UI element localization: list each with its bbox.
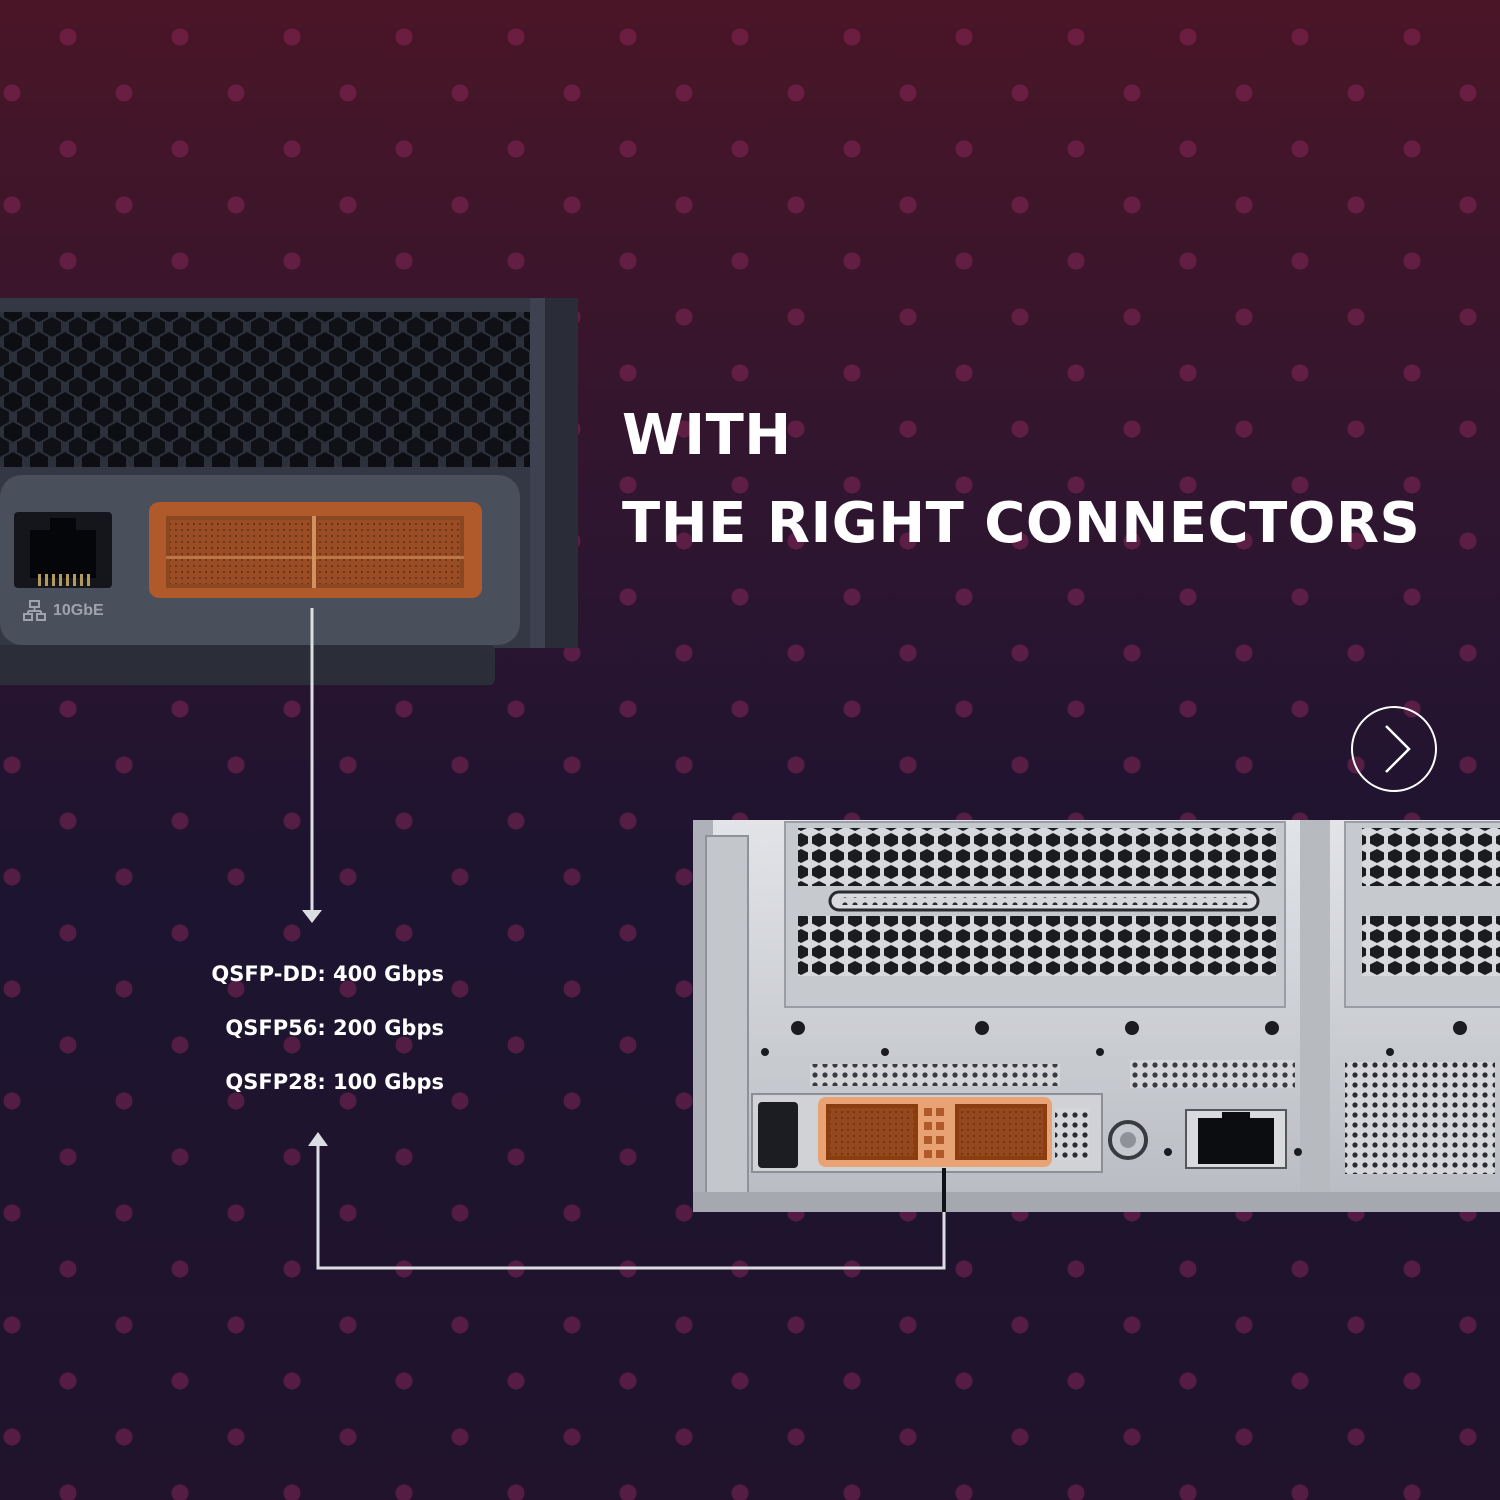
headline: WITH THE RIGHT CONNECTORS [622, 392, 1420, 568]
port-label-10gbe: 10GbE [53, 602, 104, 619]
arrow-bottom-to-specs [308, 1132, 946, 1270]
screw [1108, 1120, 1148, 1160]
spec-qsfp56: QSFP56: 200 Gbps [225, 1016, 444, 1040]
spec-qsfp-dd: QSFP-DD: 400 Gbps [211, 962, 444, 986]
rj45-port-top [14, 512, 112, 588]
next-slide-button[interactable] [1351, 706, 1437, 792]
top-device-base [0, 645, 495, 685]
headline-line-2: THE RIGHT CONNECTORS [622, 491, 1421, 556]
nic-latch [758, 1102, 798, 1168]
side-vent-holes [1345, 1062, 1495, 1174]
spec-qsfp28: QSFP28: 100 Gbps [225, 1070, 444, 1094]
bottom-server-chassis [693, 820, 1500, 1212]
chevron-right-icon [1385, 725, 1411, 773]
top-network-device [0, 298, 578, 685]
arrow-top-to-specs [302, 608, 322, 923]
rj45-port-bottom [1185, 1109, 1287, 1169]
vent-grille-lower [798, 916, 1276, 976]
headline-line-1: WITH [622, 403, 792, 468]
network-icon [23, 600, 46, 621]
qsfp-cage-bottom-highlight [818, 1097, 1052, 1167]
vent-grille-upper [798, 828, 1276, 886]
qsfp-cage-top-highlight [149, 502, 482, 598]
connector-speed-list: QSFP-DD: 400 Gbps QSFP56: 200 Gbps QSFP2… [150, 955, 444, 1117]
